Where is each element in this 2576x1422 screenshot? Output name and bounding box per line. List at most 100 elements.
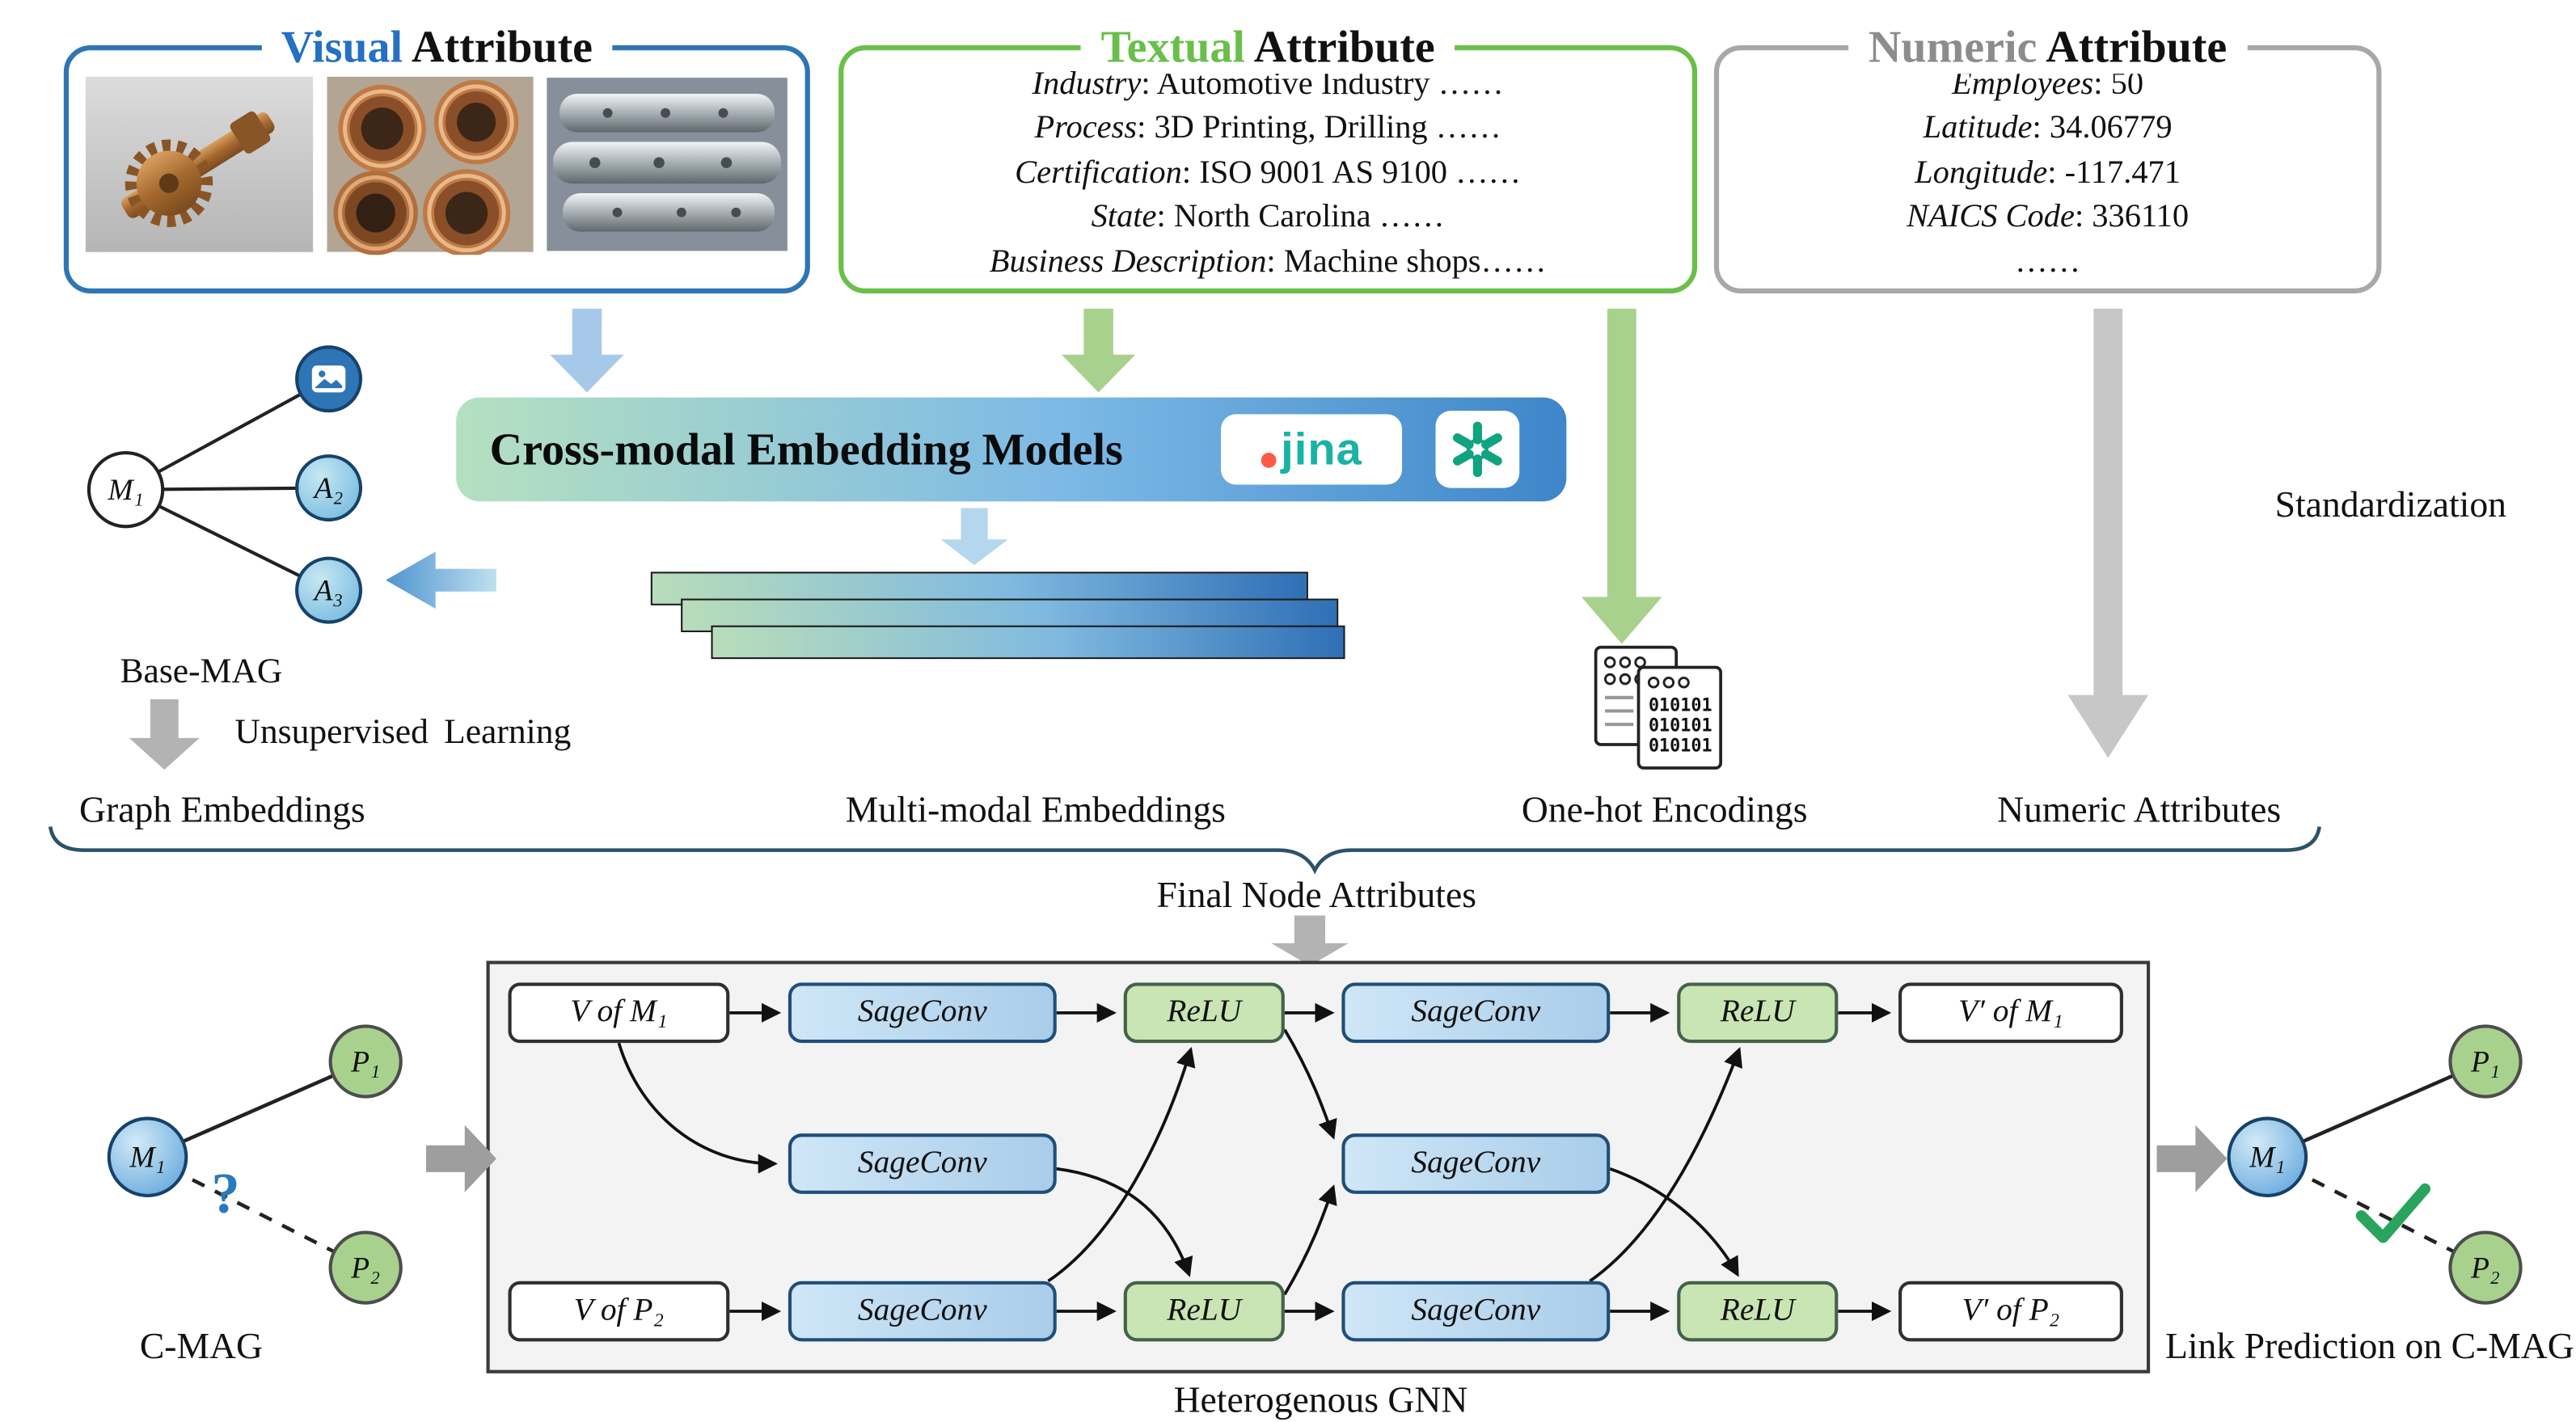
numeric-line: …… xyxy=(2015,241,2080,285)
numeric-line-value: : -117.471 xyxy=(2047,155,2181,191)
textual-line-value: : ISO 9001 AS 9100 …… xyxy=(1181,155,1522,191)
gnn-input-v-m1: V of M₁ xyxy=(508,982,730,1044)
numeric-line-value: : 34.06779 xyxy=(2032,111,2173,146)
picture-icon xyxy=(311,365,346,393)
visual-attribute-title: Visual Attribute xyxy=(260,19,613,74)
numeric-line: NAICS Code: 336110 xyxy=(1907,196,2189,241)
visual-to-embedding-arrow xyxy=(550,308,624,393)
gnn-input-v-p2: V of P₂ xyxy=(508,1281,730,1342)
jina-logo: jina xyxy=(1221,414,1403,485)
success-check-icon xyxy=(2355,1183,2431,1243)
final-attributes-brace xyxy=(48,826,2321,875)
basemag-node-m1: M₁ xyxy=(87,450,165,529)
textual-line: State: North Carolina …… xyxy=(1092,196,1445,241)
result-node-p1: P₁ xyxy=(2448,1024,2523,1099)
gnn-sageconv: SageConv xyxy=(1341,1281,1611,1342)
onehot-encoding-icon: 010101 010101 010101 xyxy=(1594,645,1723,770)
textual-line-value: : 3D Printing, Drilling …… xyxy=(1137,111,1501,146)
gnn-sageconv: SageConv xyxy=(1341,982,1611,1044)
basemag-node-a2: A₂ xyxy=(295,454,363,522)
embedding-bar xyxy=(711,625,1345,660)
unsupervised-learning-arrow xyxy=(129,698,200,770)
openai-logo xyxy=(1435,411,1520,488)
standardization-label: Standardization xyxy=(2274,483,2506,525)
onehot-bits-row: 010101 xyxy=(1649,695,1712,715)
link-question-mark: ? xyxy=(211,1163,240,1226)
gnn-relu: ReLU xyxy=(1677,1281,1839,1342)
gear-shaft-photo xyxy=(85,76,314,252)
visual-sample-photos xyxy=(69,50,805,289)
textual-line: Certification: ISO 9001 AS 9100 …… xyxy=(1015,152,1521,196)
numeric-title-accent: Numeric xyxy=(1868,21,2038,73)
final-node-attributes-label: Final Node Attributes xyxy=(1156,873,1476,916)
numeric-attribute-lines: Employees: 50 Latitude: 34.06779 Longitu… xyxy=(1719,50,2376,289)
embedding-to-basemag-arrow xyxy=(386,551,496,609)
visual-title-rest: Attribute xyxy=(403,21,593,73)
textual-line-label: Process xyxy=(1034,111,1138,146)
textual-attribute-lines: Industry: Automotive Industry …… Process… xyxy=(843,50,1692,289)
numeric-attribute-box: Numeric Attribute Employees: 50 Latitude… xyxy=(1713,19,2382,293)
openai-knot-icon xyxy=(1452,421,1502,478)
textual-line-label: Business Description xyxy=(989,244,1267,280)
gnn-relu: ReLU xyxy=(1677,982,1839,1044)
copper-tubes-photo xyxy=(326,76,534,255)
graph-embeddings-label: Graph Embeddings xyxy=(79,787,365,830)
result-node-p2: P₂ xyxy=(2448,1230,2523,1305)
basemag-label: Base-MAG xyxy=(120,650,283,691)
embedding-output-arrow xyxy=(940,508,1008,566)
textual-title-accent: Textual xyxy=(1100,21,1245,73)
numeric-title-rest: Attribute xyxy=(2037,21,2228,73)
unsupervised-learning-label: Unsupervised Learning xyxy=(234,711,572,752)
numeric-line-label: Longitude xyxy=(1915,155,2048,191)
gnn-output-v-m1: V′ of M₁ xyxy=(1898,982,2123,1044)
textual-line-value: : Machine shops…… xyxy=(1266,244,1547,280)
textual-attribute-title: Textual Attribute xyxy=(1080,19,1455,74)
textual-title-rest: Attribute xyxy=(1244,21,1435,73)
gnn-message-arrows xyxy=(617,1002,1892,1322)
textual-to-onehot-arrow xyxy=(1581,308,1662,644)
gnn-sageconv: SageConv xyxy=(1341,1133,1611,1194)
jina-logo-dot-icon xyxy=(1261,452,1276,467)
visual-attribute-box: Visual Attribute xyxy=(63,19,810,293)
textual-line-value: : North Carolina …… xyxy=(1156,200,1445,235)
machined-cylinders-photo xyxy=(547,78,788,251)
numeric-line-value: …… xyxy=(2015,244,2081,280)
onehot-bits-row: 010101 xyxy=(1649,715,1712,736)
textual-line-label: State xyxy=(1091,200,1157,235)
result-node-m1: M₁ xyxy=(2227,1116,2308,1197)
textual-line-label: Certification xyxy=(1015,155,1182,191)
textual-to-embedding-arrow xyxy=(1061,308,1136,393)
textual-line: Process: 3D Printing, Drilling …… xyxy=(1035,108,1501,152)
final-attributes-to-gnn-arrow xyxy=(1271,915,1349,966)
numeric-attributes-label: Numeric Attributes xyxy=(1997,787,2282,830)
cross-modal-title: Cross-modal Embedding Models xyxy=(489,423,1123,474)
cmag-label: C-MAG xyxy=(139,1324,263,1367)
gnn-sageconv: SageConv xyxy=(788,1133,1057,1194)
gnn-label: Heterogenous GNN xyxy=(1173,1378,1468,1420)
cmag-node-m1: M₁ xyxy=(107,1116,188,1197)
basemag-node-a3: A₃ xyxy=(295,556,363,624)
visual-title-accent: Visual xyxy=(281,21,403,73)
onehot-encodings-label: One-hot Encodings xyxy=(1521,787,1808,830)
basemag-node-image xyxy=(295,345,363,413)
multimodal-embeddings-label: Multi-modal Embeddings xyxy=(845,787,1226,830)
jina-logo-text: jina xyxy=(1281,423,1362,474)
numeric-line-value: : 336110 xyxy=(2074,200,2190,235)
gnn-sageconv: SageConv xyxy=(788,982,1057,1044)
gnn-sageconv: SageConv xyxy=(788,1281,1057,1342)
numeric-line-label: Latitude xyxy=(1923,111,2033,146)
link-prediction-label: Link Prediction on C-MAG xyxy=(2164,1324,2574,1367)
numeric-attribute-title: Numeric Attribute xyxy=(1848,19,2248,74)
onehot-bits-row: 010101 xyxy=(1649,736,1712,756)
textual-attribute-box: Textual Attribute Industry: Automotive I… xyxy=(838,19,1698,293)
gnn-relu: ReLU xyxy=(1123,982,1285,1044)
numeric-line: Latitude: 34.06779 xyxy=(1924,108,2173,152)
numeric-standardization-arrow xyxy=(2067,308,2149,758)
textual-line: Business Description: Machine shops…… xyxy=(990,241,1547,285)
cmag-node-p1: P₁ xyxy=(328,1024,403,1099)
numeric-line: Longitude: -117.471 xyxy=(1915,152,2181,196)
gnn-output-v-p2: V′ of P₂ xyxy=(1898,1281,2123,1342)
gnn-relu: ReLU xyxy=(1123,1281,1285,1342)
cmag-node-p2: P₂ xyxy=(328,1230,403,1305)
